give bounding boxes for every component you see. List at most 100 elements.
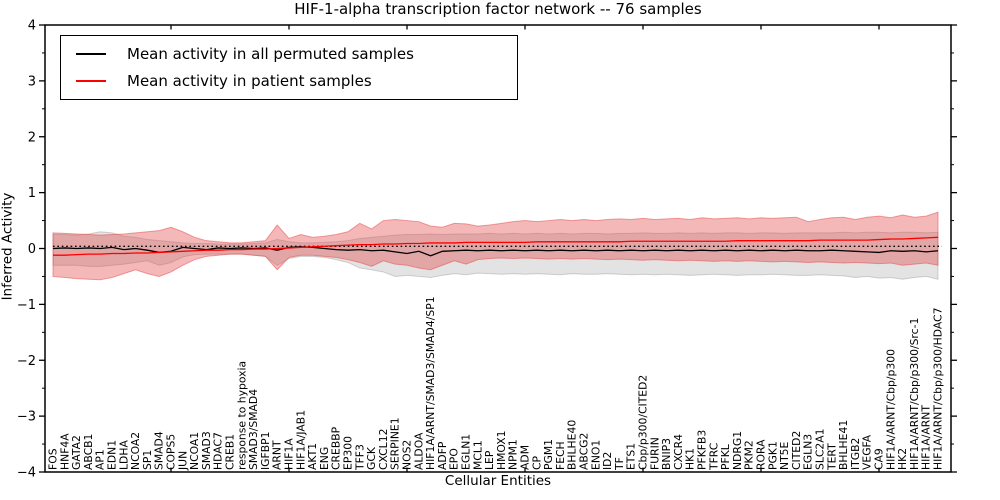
permuted-mean-line [52, 246, 939, 257]
y-axis-title: Inferred Activity [0, 192, 16, 301]
x-category-label: HDAC7 [212, 432, 225, 470]
x-category-label: HIF1A/ARNT/SMAD3/SMAD4/SP1 [424, 296, 437, 470]
legend-label-patient: Mean activity in patient samples [127, 72, 372, 90]
x-category-label: PGM1 [542, 439, 555, 470]
x-category-label: HNF4A [58, 433, 71, 470]
x-category-label: FECH [554, 441, 567, 470]
x-category-label: COPS5 [165, 434, 178, 470]
x-category-label: CP [530, 455, 543, 470]
x-category-label: AP1 [94, 449, 107, 470]
x-category-label: SMAD3 [200, 431, 213, 470]
x-category-label: EPO [448, 448, 461, 470]
x-category-label: BNIP3 [660, 438, 673, 470]
x-category-label: CREB1 [224, 434, 237, 470]
x-category-label: ABCB1 [82, 434, 95, 470]
x-category-label: BHLHE40 [566, 420, 579, 470]
x-category-label: SP1 [141, 450, 154, 470]
x-category-label: ID2 [601, 452, 614, 470]
y-tick-label: 3 [28, 74, 36, 89]
legend-item-patient: Mean activity in patient samples [61, 72, 517, 90]
x-category-label: TERT [825, 443, 838, 471]
x-category-label: TFRC [707, 443, 720, 471]
permuted-std-band [52, 231, 939, 280]
x-category-label: ARNT [271, 440, 284, 470]
x-category-label: CREBBP [330, 426, 343, 470]
x-category-label: BHLHE41 [837, 420, 850, 470]
x-category-label: JUN [176, 451, 189, 471]
legend-item-permuted: Mean activity in all permuted samples [61, 45, 517, 63]
legend-label-permuted: Mean activity in all permuted samples [127, 45, 414, 63]
x-category-label: CXCR4 [672, 434, 685, 470]
y-tick-label: −2 [17, 354, 36, 369]
x-category-label: EGLN3 [802, 434, 815, 470]
x-category-label: EDN1 [106, 440, 119, 470]
x-category-label: ADFP [436, 441, 449, 470]
x-category-label: SERPINE1 [389, 417, 402, 470]
x-category-label: VEGFA [861, 434, 874, 470]
x-category-label: PFKFB3 [696, 430, 709, 470]
x-category-label: NCOA1 [188, 432, 201, 470]
x-category-label: LDHA [117, 440, 130, 470]
x-category-label: FURIN [648, 437, 661, 470]
chart-title: HIF-1-alpha transcription factor network… [294, 0, 702, 18]
x-category-label: SLC2A1 [814, 428, 827, 470]
x-category-label: NOS2 [401, 440, 414, 470]
x-category-label: SMAD3/SMAD4 [247, 389, 260, 470]
x-category-label: IGFBP1 [259, 431, 272, 470]
y-tick-label: −1 [17, 298, 36, 313]
y-tick-label: 1 [28, 186, 36, 201]
x-category-label: FOS [47, 448, 60, 470]
permuted-line-sample [76, 53, 106, 55]
x-category-label: NT5E [778, 441, 791, 470]
x-category-label: CXCL12 [377, 429, 390, 470]
x-category-label: ETS1 [625, 443, 638, 470]
x-category-label: TF [613, 457, 626, 471]
x-category-label: AKT1 [306, 443, 319, 470]
y-tick-label: 2 [28, 130, 36, 145]
x-category-label: HIF1A/ARNT/Cbp/p300/Src-1 [908, 318, 921, 470]
x-category-label: response to hypoxia [235, 361, 248, 470]
x-category-label: MCL1 [471, 440, 484, 470]
x-category-label: HIF1A/ARNT/Cbp/p300 [884, 349, 897, 470]
y-tick-label: −3 [17, 410, 36, 425]
x-category-label: PGK1 [766, 441, 779, 470]
x-category-label: ENO1 [589, 440, 602, 470]
legend-box: Mean activity in all permuted samples Me… [60, 35, 518, 100]
x-category-label: ALDOA [412, 432, 425, 470]
x-category-label: HIF1A/ARNT [920, 405, 933, 470]
patient-mean-line [53, 236, 939, 256]
x-category-label: NPM1 [507, 439, 520, 470]
x-category-label: RORA [755, 439, 768, 470]
x-category-label: HIF1A [283, 438, 296, 470]
patient-line-sample [76, 80, 106, 82]
x-category-label: HIF1A/JAB1 [294, 410, 307, 470]
x-category-label: GCK [365, 446, 378, 470]
x-category-label: PKM2 [743, 440, 756, 470]
x-category-label: NDRG1 [731, 431, 744, 470]
x-category-label: HK1 [684, 448, 697, 470]
x-axis-title: Cellular Entities [444, 473, 552, 489]
x-category-label: EGLN1 [460, 434, 473, 470]
x-category-label: CA9 [873, 448, 886, 470]
x-category-label: GATA2 [70, 435, 83, 470]
x-category-label: NCOA2 [129, 432, 142, 470]
x-category-label: PFKL [719, 444, 732, 470]
x-category-label: HK2 [896, 448, 909, 470]
x-category-label: ADM [519, 445, 532, 470]
x-category-label: ENG [318, 447, 331, 470]
y-tick-label: 4 [28, 19, 36, 34]
y-tick-label: −4 [17, 466, 36, 481]
x-category-label: ITGB2 [849, 438, 862, 470]
x-category-label: HIF1A/ARNT/Cbp/p300/HDAC7 [932, 308, 945, 470]
x-category-label: EP300 [342, 436, 355, 470]
x-category-label: ABCG2 [578, 433, 591, 470]
x-category-label: LEP [483, 450, 496, 470]
x-category-label: Cbp/p300/CITED2 [637, 375, 650, 470]
y-tick-label: 0 [28, 242, 36, 257]
patient-std-band [52, 211, 939, 281]
x-category-label: CITED2 [790, 431, 803, 470]
x-category-label: HMOX1 [495, 430, 508, 470]
x-category-label: SMAD4 [153, 431, 166, 470]
